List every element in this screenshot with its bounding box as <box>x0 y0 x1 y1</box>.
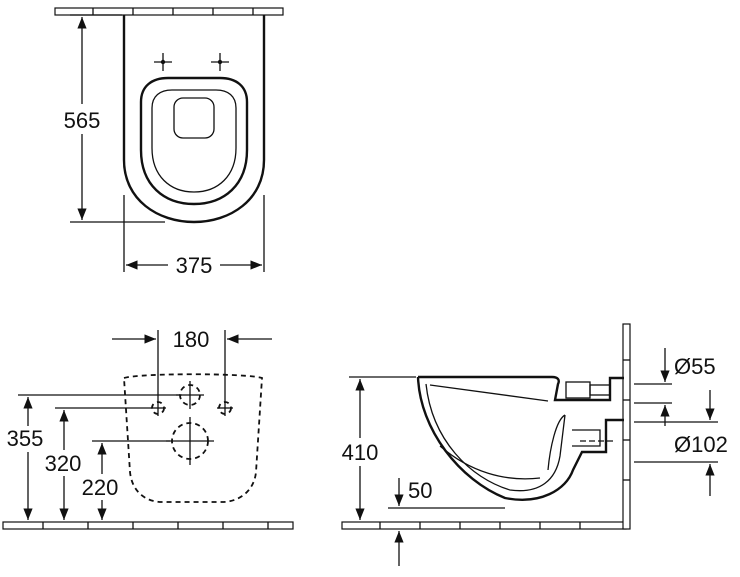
flush-opening <box>173 97 215 139</box>
dim-diameter-55: Ø55 <box>634 348 716 426</box>
bowl-inner <box>425 383 566 492</box>
dim-50: 50 <box>388 478 505 566</box>
dim-180: 180 <box>112 327 272 400</box>
dim-355-label: 355 <box>7 426 44 451</box>
top-view: 565 375 <box>54 7 284 278</box>
dim-410-label: 410 <box>342 440 379 465</box>
dim-diameter-55-label: Ø55 <box>674 354 716 379</box>
side-view: 410 50 Ø55 Ø102 <box>336 323 728 566</box>
bowl-trap <box>439 429 601 480</box>
fixing-cross-left-icon <box>154 53 172 71</box>
dim-410: 410 <box>336 376 416 520</box>
dim-565: 565 <box>60 14 165 223</box>
side-view-wall <box>622 323 631 530</box>
inlet-connector <box>565 381 611 399</box>
dim-220: 220 <box>76 440 170 520</box>
dim-355: 355 <box>2 394 182 520</box>
side-view-floor <box>341 521 627 530</box>
outlet-icon <box>166 417 214 465</box>
backplate-outline <box>123 373 263 503</box>
bowl-shell <box>416 375 624 501</box>
seat-outer <box>139 76 249 206</box>
dim-565-label: 565 <box>64 108 101 133</box>
front-view-floor <box>2 521 294 530</box>
dim-diameter-102: Ø102 <box>634 390 728 496</box>
dim-220-label: 220 <box>82 475 119 500</box>
dim-375: 375 <box>123 195 265 278</box>
fixing-cross-right-icon <box>211 53 229 71</box>
dim-375-label: 375 <box>176 253 213 278</box>
dim-320: 320 <box>42 407 150 520</box>
fixing-hole-right-icon <box>217 400 233 416</box>
fixing-hole-left-icon <box>150 400 166 416</box>
front-view: 180 355 320 220 <box>2 327 294 530</box>
bowl-outline <box>122 15 266 224</box>
top-view-wall <box>54 7 284 16</box>
seat-inner <box>151 89 237 193</box>
dim-50-label: 50 <box>408 478 432 503</box>
dim-320-label: 320 <box>45 451 82 476</box>
dim-180-label: 180 <box>173 327 210 352</box>
dim-diameter-102-label: Ø102 <box>674 432 728 457</box>
